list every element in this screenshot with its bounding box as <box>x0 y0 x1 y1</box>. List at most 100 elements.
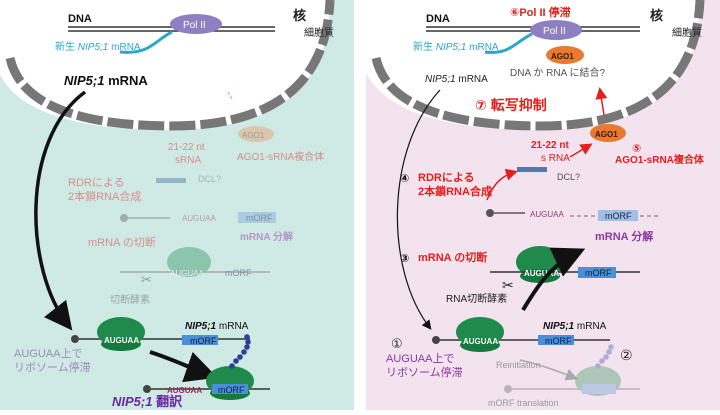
left-stall-2: リボソーム停滞 <box>14 360 91 374</box>
left-export-arrow <box>34 90 87 331</box>
right-nuclear-envelope <box>371 0 705 131</box>
left-cap <box>71 335 79 343</box>
right-panel: 核 細胞質 DNA ⑥Pol II 停滞 Pol II 新生 NIP5;1 mR… <box>361 0 720 410</box>
right-cytoplasm-label: 細胞質 <box>672 26 702 39</box>
right-enzyme: RNA切断酵素 <box>446 292 507 305</box>
left-morf: mORF <box>190 336 217 346</box>
right-pol-stall: ⑥Pol II 停滞 <box>510 5 571 19</box>
right-import-arrow <box>595 87 608 116</box>
right-pol2 <box>530 20 582 40</box>
right-num4: ④ <box>400 173 409 185</box>
left-translation-arrow <box>149 350 218 383</box>
left-nascent-mrna <box>119 30 173 54</box>
left-faded-pathway: AGO1 21-22 nt sRNA AGO1-sRNA複合体 RDRによる 2… <box>68 91 324 306</box>
right-cap-fragment <box>486 209 494 217</box>
right-ribosome-small <box>460 338 500 352</box>
right-rdr-2: 2本鎖RNA合成 <box>418 184 492 198</box>
right-peptide-chain <box>595 344 614 369</box>
left-cap-1 <box>120 214 128 222</box>
left-morf-faded-2: mORF <box>225 268 252 278</box>
left-faded-import-arrow <box>227 91 233 100</box>
right-cap-2 <box>504 385 512 393</box>
left-morf-box-2 <box>212 384 248 394</box>
right-morf-box-2 <box>582 384 616 394</box>
right-rdr-arrow <box>486 168 518 201</box>
right-pol2-label: Pol II <box>543 26 566 37</box>
right-export-arrow <box>396 89 441 330</box>
left-pol2-label: Pol II <box>183 20 206 31</box>
right-dna-label: DNA <box>426 13 450 25</box>
right-faded-translation <box>504 344 640 396</box>
left-nuclear-envelope <box>5 0 335 131</box>
left-mrna-label: NIP5;1 mRNA <box>64 73 148 88</box>
right-binding-question: DNA か RNA に結合? <box>510 66 605 79</box>
right-rdr-1: RDRによる <box>418 171 475 184</box>
left-decay: mRNA 分解 <box>240 230 293 243</box>
right-nascent-label: 新生 NIP5;1 mRNA <box>413 40 499 53</box>
right-mrna-label: NIP5;1 mRNA <box>425 74 488 85</box>
left-ribosome-small-subunit <box>101 337 141 351</box>
left-cleavage: mRNA の切断 <box>88 235 156 249</box>
right-cleavage: mRNA の切断 <box>418 250 487 264</box>
left-morf-faded-box <box>238 212 276 223</box>
right-morf-box <box>538 335 574 345</box>
left-ago1-label: AGO1 <box>242 131 265 140</box>
left-morf-faded: mORF <box>246 213 273 223</box>
left-auguaa-2: AUGUAA <box>167 386 202 395</box>
left-cytoplasm-label: 細胞質 <box>304 26 334 39</box>
right-decay: mRNA 分解 <box>595 229 653 243</box>
left-dcl: DCL? <box>198 174 221 184</box>
right-auguaa-faded: AUGUAA <box>530 210 564 219</box>
left-auguaa: AUGUAA <box>104 336 139 345</box>
right-dcl: DCL? <box>557 172 580 182</box>
right-morf: mORF <box>545 336 572 346</box>
right-ago-complex: AGO1-sRNA複合体 <box>615 153 705 166</box>
right-nucleus-label: 核 <box>650 8 663 23</box>
right-sirna-len: 21-22 nt <box>531 140 569 151</box>
left-sirna: sRNA <box>175 155 201 166</box>
right-reinit-arrow <box>519 359 578 381</box>
right-sirna: s RNA <box>541 153 570 164</box>
right-cap <box>432 336 440 344</box>
right-morf-translation: mORF translation <box>488 398 559 408</box>
right-ago1-label: AGO1 <box>595 130 618 139</box>
left-sirna-len: 21-22 nt <box>168 142 205 153</box>
left-scissors-icon: ✂ <box>141 272 152 287</box>
right-gene-label: NIP5;1 mRNA <box>543 321 607 332</box>
right-ago1 <box>590 124 626 142</box>
left-ribosome-faded <box>167 247 211 277</box>
right-num3: ③ <box>400 253 409 265</box>
left-auguaa-faded: AUGUAA <box>182 214 216 223</box>
left-dsrna <box>156 178 186 183</box>
left-ago-complex: AGO1-sRNA複合体 <box>237 150 324 163</box>
right-stall-2: リボソーム停滞 <box>386 365 463 379</box>
left-nucleus <box>0 0 330 130</box>
left-stall-1: AUGUAA上で <box>14 347 82 360</box>
right-morf-faded: mORF <box>605 211 632 221</box>
right-reinitiation: Reinitiation <box>496 360 541 370</box>
right-nascent-mrna <box>484 32 533 54</box>
right-morf-faded-box <box>598 210 638 221</box>
right-tgs: ⑦ 転写抑制 <box>475 97 547 113</box>
right-scissors-icon: ✂ <box>502 277 514 293</box>
panel-divider <box>354 0 366 410</box>
left-rdr-2: 2本鎖RNA合成 <box>68 189 141 203</box>
right-ribosome-faded <box>575 366 621 396</box>
left-auguaa-faded-2: AUGUAA <box>170 269 204 278</box>
left-enzyme: 切断酵素 <box>110 293 150 306</box>
right-auguaa: AUGUAA <box>463 337 498 346</box>
right-ago1-nucleus-label: AGO1 <box>551 52 574 61</box>
right-loading-arrow <box>569 143 593 158</box>
right-dsrna <box>517 167 547 172</box>
left-translation-label: NIP5;1 翻訳 <box>112 394 183 409</box>
left-pol2 <box>170 14 222 34</box>
right-morf-cleave: mORF <box>585 268 612 278</box>
left-cap-2 <box>143 385 151 393</box>
right-num1: ① <box>391 336 403 351</box>
left-peptide-chain <box>229 334 251 369</box>
right-morf-cleave-box <box>578 267 616 278</box>
right-num2: ② <box>620 347 633 363</box>
right-num5: ⑤ <box>632 143 641 155</box>
right-ago1-nucleus <box>546 46 584 64</box>
